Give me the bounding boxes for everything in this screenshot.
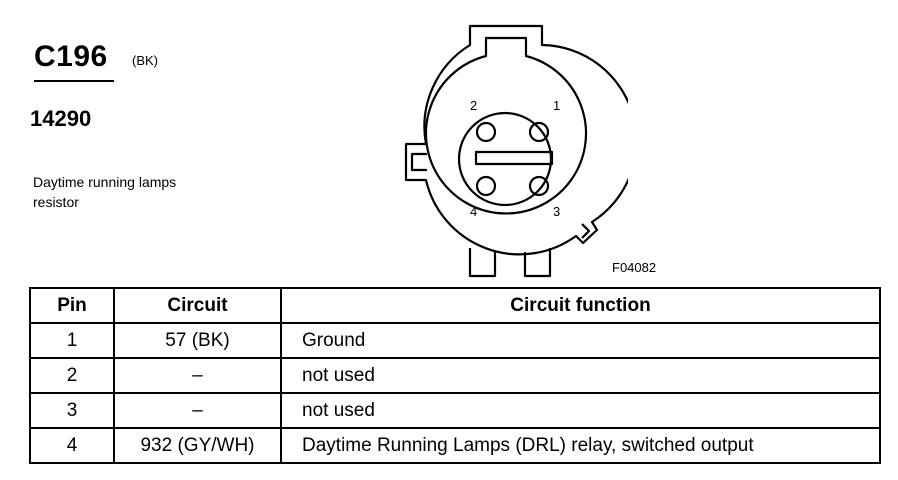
function-cell: Daytime Running Lamps (DRL) relay, switc… — [280, 427, 881, 464]
connector-inner-ring — [424, 36, 588, 215]
header-circuit: Circuit — [113, 287, 282, 324]
cavity-4 — [475, 175, 497, 197]
circuit-cell: – — [113, 357, 282, 394]
pin-face — [457, 111, 553, 207]
pin-cell: 1 — [29, 322, 115, 359]
part-number: 14290 — [30, 106, 92, 131]
cavity-1 — [528, 121, 550, 143]
figure-id: F04082 — [612, 260, 657, 275]
cavity-label-4: 4 — [470, 204, 477, 219]
connector-ear-notch — [410, 152, 427, 172]
circuit-cell: 57 (BK) — [113, 322, 282, 359]
pin-cell: 4 — [29, 427, 115, 464]
function-cell: Ground — [280, 322, 881, 359]
pin-cell: 3 — [29, 392, 115, 429]
cavity-label-3: 3 — [553, 204, 560, 219]
cavity-label-2: 2 — [470, 98, 477, 113]
header-pin: Pin — [29, 287, 115, 324]
pin-table: Pin Circuit Circuit function 1 57 (BK) G… — [29, 287, 881, 464]
component-name: Daytime running lamps resistor — [33, 174, 177, 210]
connector-color: (BK) — [132, 53, 158, 68]
cavity-3 — [528, 175, 550, 197]
connector-face-diagram: 1 2 3 4 — [404, 24, 628, 278]
terminal-leg-left — [468, 248, 497, 278]
cavity-label-1: 1 — [553, 98, 560, 113]
table-row: 1 57 (BK) Ground — [29, 322, 881, 359]
connector-key-notch — [581, 223, 591, 239]
function-cell: not used — [280, 357, 881, 394]
connector-housing-outline — [404, 24, 628, 256]
center-blade — [474, 150, 554, 166]
connector-id: C196 — [34, 40, 108, 73]
circuit-cell: – — [113, 392, 282, 429]
cavity-2 — [475, 121, 497, 143]
function-cell: not used — [280, 392, 881, 429]
connector-id-underline — [34, 80, 114, 82]
terminal-leg-right — [523, 248, 552, 278]
circuit-cell: 932 (GY/WH) — [113, 427, 282, 464]
table-row: 3 – not used — [29, 392, 881, 429]
pin-cell: 2 — [29, 357, 115, 394]
pin-table-header-row: Pin Circuit Circuit function — [29, 287, 881, 324]
table-row: 4 932 (GY/WH) Daytime Running Lamps (DRL… — [29, 427, 881, 464]
header-circuit-function: Circuit function — [280, 287, 881, 324]
table-row: 2 – not used — [29, 357, 881, 394]
